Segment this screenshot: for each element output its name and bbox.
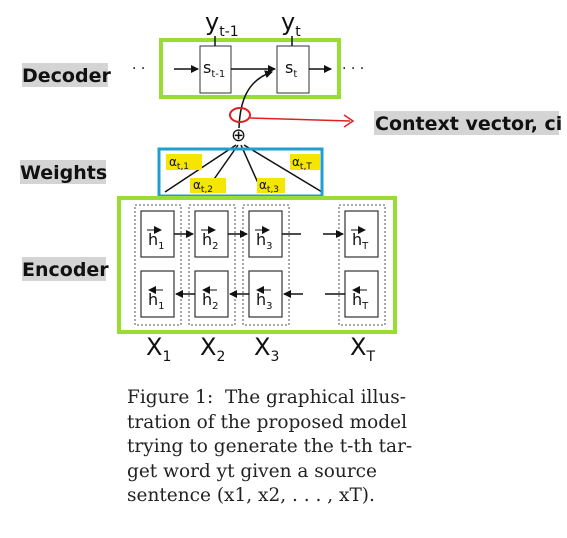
encoder-column-1 <box>134 204 182 326</box>
backward-h-2: h2 <box>202 290 219 312</box>
weights-label: Weights <box>20 162 107 184</box>
caption-line-2: tration of the proposed model <box>127 411 407 433</box>
caption-line-3: trying to generate the t-th tar- <box>127 436 413 457</box>
context-pointer-line <box>249 117 351 122</box>
caption-line-4: get word yt given a source <box>127 460 377 482</box>
context-pointer-head <box>343 114 355 128</box>
forward-states: h1 h2 h3 hT <box>140 210 379 258</box>
context-highlight-ring <box>229 107 251 123</box>
input-x-1: X1 <box>146 333 171 365</box>
forward-h-3: h3 <box>256 230 273 252</box>
decoder-label-bg <box>22 63 108 87</box>
forward-h-2: h2 <box>202 230 219 252</box>
encoder-column-T <box>338 204 386 326</box>
input-x-2: X2 <box>200 333 225 365</box>
encoder-label-bg <box>22 257 106 281</box>
decoder-box <box>159 38 341 99</box>
backward-state-T <box>344 270 379 318</box>
input-x-T: XT <box>350 333 375 365</box>
encoder-column-3 <box>242 204 290 326</box>
encoder-label: Encoder <box>22 259 109 281</box>
caption-line-1: Figure 1: The graphical illus- <box>127 387 407 408</box>
sum-symbol: ⊕ <box>231 125 246 146</box>
backward-states: h1 h2 h3 hT <box>140 270 379 318</box>
weight-3-highlight <box>257 178 285 193</box>
backward-h-3: h3 <box>256 290 273 312</box>
backward-state-2 <box>194 270 229 318</box>
encoder-box <box>117 196 397 334</box>
context-vector-label: Context vector, ci <box>375 113 562 135</box>
decoder-ellipsis-left: · · <box>132 61 145 77</box>
caption-line-5: sentence (x1, x2, . . . , xT). <box>127 485 375 506</box>
weight-T-highlight <box>290 154 320 170</box>
weight-alpha-2: αt,2 <box>193 178 213 195</box>
output-y-current: yt <box>281 8 301 40</box>
state-s-current-label: st <box>285 58 297 80</box>
weight-alpha-1: αt,1 <box>169 155 189 172</box>
encoder-column-2 <box>188 204 236 326</box>
input-x-3: X3 <box>254 333 279 365</box>
forward-state-1 <box>140 210 175 258</box>
weight-alpha-3: αt,3 <box>259 178 279 195</box>
decoder-state-prev <box>199 45 232 94</box>
forward-h-T: hT <box>352 230 369 252</box>
context-label-bg <box>374 111 559 135</box>
decoder-state-current <box>276 45 310 94</box>
forward-state-T <box>344 210 379 258</box>
weight-1-highlight <box>166 154 202 170</box>
output-y-prev: yt-1 <box>205 8 239 40</box>
forward-state-3 <box>248 210 283 258</box>
decoder-label: Decoder <box>22 65 111 87</box>
backward-state-1 <box>140 270 175 318</box>
state-s-prev-label: st-1 <box>203 58 225 80</box>
figure-caption: Figure 1: The graphical illus-tration of… <box>127 386 413 509</box>
weight-line-T <box>243 144 323 193</box>
weight-2-highlight <box>190 178 226 193</box>
context-to-state-arrow <box>238 70 273 129</box>
forward-h-1: h1 <box>148 230 165 252</box>
decoder-ellipsis-right: · · · <box>342 61 364 77</box>
forward-state-2 <box>194 210 229 258</box>
weight-alpha-T: αt,T <box>292 155 312 172</box>
backward-h-1: h1 <box>148 290 165 312</box>
weights-label-bg <box>20 160 106 184</box>
backward-h-T: hT <box>352 290 369 312</box>
